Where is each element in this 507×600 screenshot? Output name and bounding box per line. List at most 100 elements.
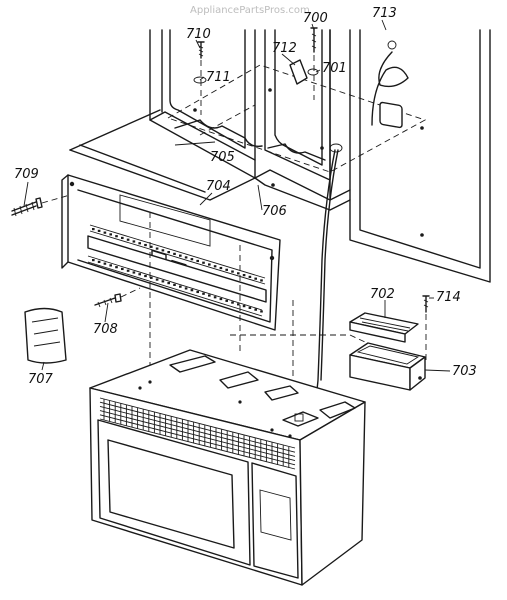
perforation-hole [144, 274, 147, 278]
perforation-hole [248, 275, 252, 278]
leader-705 [174, 141, 216, 146]
perforation-hole [202, 261, 205, 264]
leader-lines [23, 19, 451, 372]
perforation-hole [126, 238, 130, 241]
bolt-709 [11, 197, 43, 217]
perforation-hole [190, 289, 194, 292]
perforation-hole [202, 292, 205, 295]
label-710: 710 [186, 27, 211, 42]
perforation-hole [208, 263, 211, 266]
microwave-oven [89, 349, 366, 586]
mounting-plane-guide [166, 64, 427, 173]
perforation-hole [260, 310, 263, 313]
part-labels: 700 701 702 703 704 705 706 707 708 709 … [14, 6, 477, 387]
perforation-hole [173, 283, 176, 286]
screw-710 [197, 41, 205, 59]
wall-outlet [371, 40, 409, 129]
grille-slat [99, 397, 296, 449]
grille-slat [99, 405, 296, 457]
damper-702 [349, 312, 419, 343]
installation-template-707 [24, 307, 67, 364]
washer-701 [307, 68, 319, 76]
perforation-hole [97, 260, 101, 263]
perforation-hole [179, 285, 182, 288]
perforation-hole [179, 254, 182, 257]
perforation-hole [161, 280, 165, 283]
label-704: 704 [206, 179, 231, 194]
upper-cabinets [69, 29, 491, 283]
perforation-hole [254, 308, 257, 311]
perforation-hole [190, 258, 194, 261]
perforation-hole [231, 270, 234, 273]
label-709: 709 [14, 167, 39, 182]
perforation-hole [97, 229, 101, 232]
screw-714 [422, 295, 430, 313]
perforation-hole [184, 287, 188, 290]
perforation-hole [248, 306, 252, 309]
power-cord-edge [320, 149, 339, 381]
perforation-hole [121, 267, 124, 271]
perforation-hole [109, 264, 112, 267]
screw-708 [94, 293, 122, 308]
perforation-hole [144, 243, 147, 247]
perforation-hole [237, 303, 240, 306]
label-714: 714 [436, 290, 461, 305]
perforation-hole [219, 297, 223, 301]
label-706: 706 [262, 204, 287, 219]
label-708: 708 [93, 322, 118, 337]
perforation-hole [103, 262, 107, 265]
perforation-hole [173, 252, 176, 255]
perforation-hole [213, 265, 217, 268]
perforation-hole [213, 296, 217, 299]
perforation-hole [167, 251, 170, 254]
guide-line [199, 104, 256, 136]
perforation-hole [132, 240, 136, 243]
perforation-hole [92, 228, 95, 231]
grille-slat [99, 414, 296, 466]
perforation-hole [150, 276, 153, 279]
label-713: 713 [372, 6, 397, 21]
label-711: 711 [206, 70, 231, 85]
perforation-hole [254, 277, 257, 280]
perforation-hole [225, 268, 228, 271]
perforation-hole [231, 301, 234, 304]
label-701: 701 [322, 61, 347, 76]
template-lines [31, 317, 61, 347]
label-700: 700 [303, 11, 328, 26]
perforation-hole [132, 271, 136, 274]
guide-709 [41, 194, 71, 204]
perforation-hole [138, 242, 141, 245]
duct-adapter-703 [349, 342, 426, 391]
perforation-hole [92, 259, 95, 262]
perforation-hole [225, 299, 228, 302]
grille-slat [99, 401, 296, 453]
cord-grommet [329, 143, 343, 153]
grille-slat [99, 418, 296, 470]
grille-slat [99, 410, 296, 462]
perforation-hole [115, 235, 118, 238]
perforation-hole [155, 278, 159, 281]
perforation-hole [260, 279, 263, 282]
perforation-hole [155, 247, 159, 250]
perforation-hole [126, 269, 130, 272]
perforation-hole [242, 305, 246, 308]
perforation-hole [242, 274, 246, 277]
perforation-hole [138, 273, 141, 276]
label-707: 707 [28, 372, 54, 387]
perforation-hole [103, 231, 107, 234]
label-705: 705 [210, 150, 235, 165]
watermark-text: AppliancePartsPros.com [190, 5, 310, 16]
perforation-hole [208, 294, 211, 297]
guide-708 [120, 287, 141, 298]
perforation-hole [237, 272, 240, 275]
label-702: 702 [370, 287, 395, 302]
screw-700 [310, 27, 318, 53]
perforation-hole [109, 233, 112, 236]
perforation-hole [121, 236, 124, 240]
perforation-hole [150, 245, 153, 248]
front-vent-grille [99, 397, 296, 470]
label-712: 712 [272, 41, 297, 56]
perforation-hole [161, 249, 165, 252]
